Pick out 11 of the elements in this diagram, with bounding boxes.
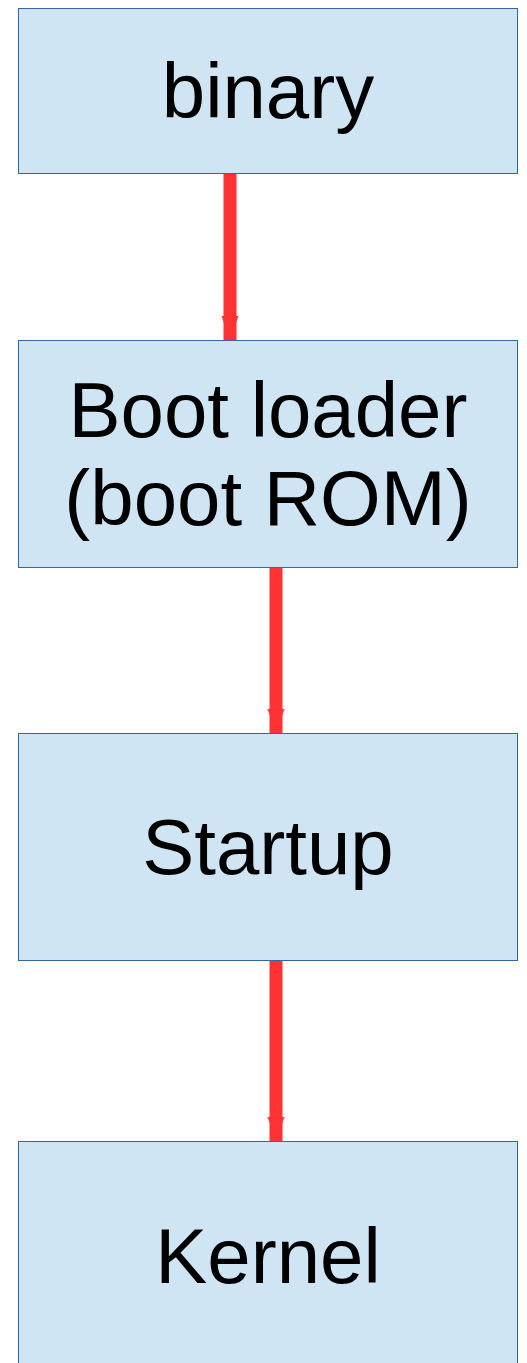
process-box xyxy=(18,340,518,568)
box-label: binary xyxy=(161,46,375,136)
arrow xyxy=(221,174,239,340)
process-box xyxy=(18,733,518,961)
process-box xyxy=(18,8,518,174)
arrow xyxy=(267,568,285,733)
process-box xyxy=(18,1141,518,1363)
box-label: Boot loader (boot ROM) xyxy=(63,365,473,543)
arrow xyxy=(267,961,285,1141)
box-label: Startup xyxy=(142,802,394,892)
box-label: Kernel xyxy=(155,1211,381,1301)
